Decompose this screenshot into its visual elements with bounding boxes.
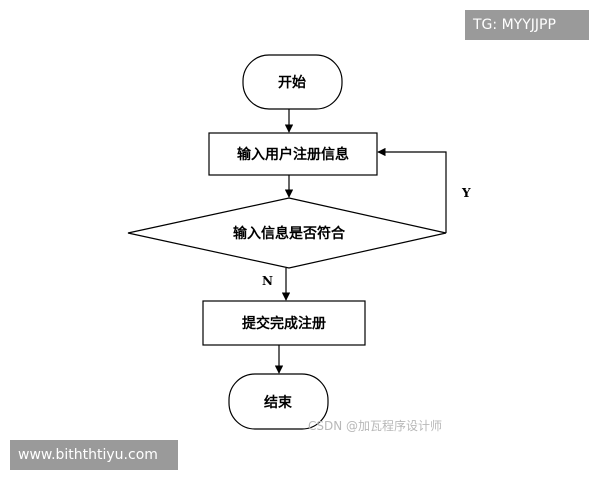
site-watermark-tag: www.biththtiyu.com <box>10 440 178 470</box>
submit-node <box>202 300 366 346</box>
tg-watermark-tag: TG: MYYJJPP <box>465 10 589 40</box>
edge-yes-loop <box>377 147 447 233</box>
start-node-label: 开始 <box>278 74 306 91</box>
submit-node-label: 提交完成注册 <box>242 315 326 332</box>
edge-label-yes: Y <box>461 186 471 200</box>
end-node <box>228 373 329 430</box>
end-node-label: 结束 <box>264 394 293 411</box>
check-decision-label: 输入信息是否符合 <box>233 225 346 242</box>
input-node-label: 输入用户注册信息 <box>237 146 349 163</box>
check-decision-node <box>127 197 447 269</box>
csdn-watermark: CSDN @加瓦程序设计师 <box>308 419 443 433</box>
start-node <box>242 54 343 110</box>
input-node <box>208 132 378 176</box>
edge-label-no: N <box>262 274 273 288</box>
